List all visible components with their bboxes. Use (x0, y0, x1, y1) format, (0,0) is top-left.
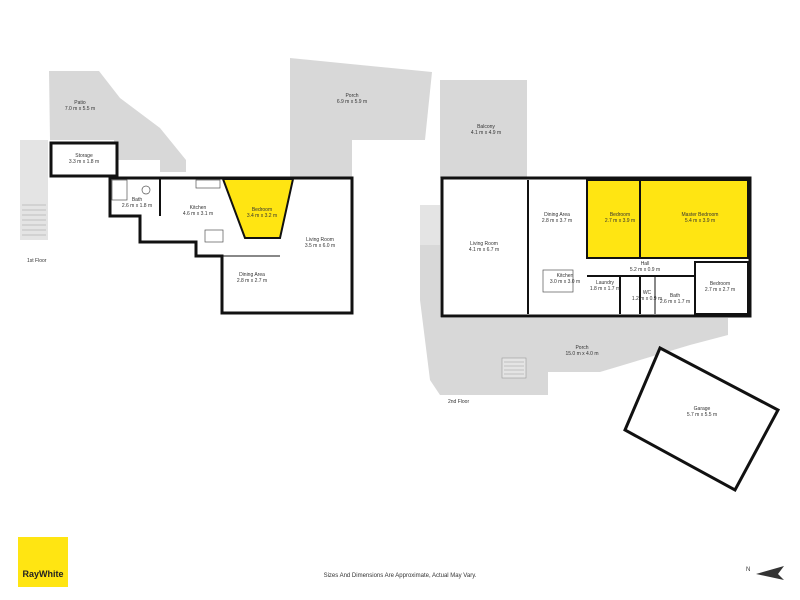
bedroom2-room (586, 179, 641, 259)
bath2-dims: 2.6 m x 1.7 m (660, 299, 690, 305)
balcony-name: Balcony (477, 124, 495, 130)
hall-name: Hall (641, 261, 650, 267)
kitchen2-name: Kitchen (557, 273, 574, 279)
master-room (639, 179, 749, 259)
storage-dims: 3.3 m x 1.8 m (69, 159, 99, 165)
living1-dims: 3.5 m x 6.0 m (305, 243, 335, 249)
stairs-left (20, 140, 48, 240)
north-arrow: N (746, 562, 786, 582)
bedroom1-dims: 3.4 m x 3.2 m (247, 213, 277, 219)
wc-dims: 1.2 m x 0.9 m (632, 296, 662, 302)
kitchen2-dims: 3.0 m x 3.0 m (550, 279, 580, 285)
patio-name: Patio (74, 100, 86, 106)
bath-name: Bath (132, 197, 143, 203)
dining1-name: Dining Area (239, 272, 265, 278)
floor2-label: 2nd Floor (448, 399, 469, 405)
porch1-name: Porch (345, 93, 358, 99)
balcony-area (440, 80, 527, 178)
wc-name: WC (643, 290, 652, 296)
porch2-name: Porch (575, 345, 588, 351)
porch1-dims: 6.9 m x 5.9 m (337, 99, 367, 105)
stairs-right (420, 205, 440, 245)
dining2-dims: 2.8 m x 3.7 m (542, 218, 572, 224)
patio-area (49, 71, 186, 172)
shower-fixture (111, 179, 128, 201)
living2-name: Living Room (470, 241, 498, 247)
porch1-area (290, 58, 432, 178)
storage-room (49, 141, 119, 178)
dining1-dims: 2.8 m x 2.7 m (237, 278, 267, 284)
living1-name: Living Room (306, 237, 334, 243)
bedroom3-dims: 2.7 m x 2.7 m (705, 287, 735, 293)
floor1-label: 1st Floor (27, 258, 47, 264)
master-dims: 5.4 m x 3.9 m (685, 218, 715, 224)
master-name: Master Bedroom (682, 212, 719, 218)
north-label: N (746, 567, 751, 573)
disclaimer: Sizes And Dimensions Are Approximate, Ac… (323, 573, 477, 579)
balcony-dims: 4.1 m x 4.9 m (471, 130, 501, 136)
laundry-dims: 1.8 m x 1.7 m (590, 286, 620, 292)
dining2-name: Dining Area (544, 212, 570, 218)
porch2-area (420, 245, 728, 395)
garage-room (623, 345, 781, 493)
garage-name: Garage (694, 406, 711, 412)
bedroom1-room (221, 178, 295, 239)
kitchen1-dims: 4.6 m x 3.1 m (183, 211, 213, 217)
raywhite-logo: RayWhite (18, 537, 68, 587)
toilet-fixture (141, 185, 151, 195)
kitchen-island (204, 229, 224, 243)
bedroom2-name: Bedroom (610, 212, 630, 218)
hall-dims: 5.2 m x 0.9 m (630, 267, 660, 273)
brand-name: RayWhite (22, 569, 64, 579)
bedroom1-name: Bedroom (252, 207, 272, 213)
north-arrow-icon (756, 566, 784, 580)
bedroom3-name: Bedroom (710, 281, 730, 287)
stairs-left-treads (22, 204, 46, 236)
kitchen1-name: Kitchen (190, 205, 207, 211)
porch2-dims: 15.0 m x 4.0 m (565, 351, 598, 357)
patio-dims: 7.0 m x 5.5 m (65, 106, 95, 112)
garage-dims: 5.7 m x 5.5 m (687, 412, 717, 418)
living2-dims: 4.1 m x 6.7 m (469, 247, 499, 253)
kitchen-bench (195, 179, 221, 189)
bath2-name: Bath (670, 293, 681, 299)
kitchen2-island (542, 269, 574, 293)
laundry-name: Laundry (596, 280, 615, 286)
bedroom2-dims: 2.7 m x 3.9 m (605, 218, 635, 224)
floor1-walls (108, 176, 354, 315)
bedroom3-room (694, 261, 749, 315)
bath-dims: 2.6 m x 1.8 m (122, 203, 152, 209)
porch-stairs (501, 357, 527, 379)
storage-name: Storage (75, 153, 93, 159)
